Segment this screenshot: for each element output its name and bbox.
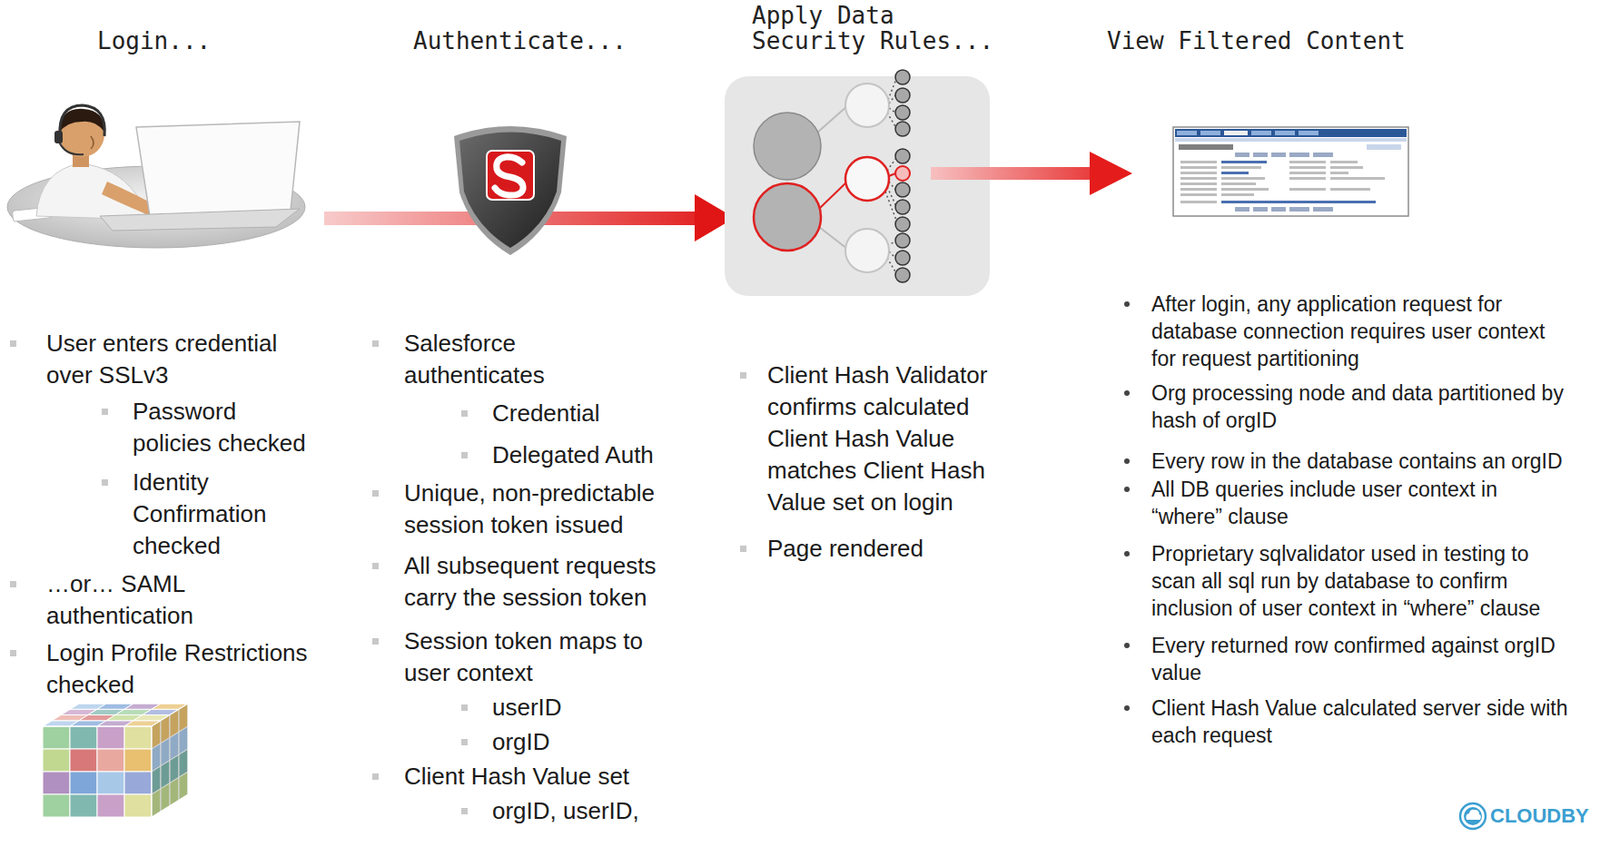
cube-cell — [124, 726, 152, 750]
bullet-text: All DB queries include user context in “… — [1151, 475, 1572, 531]
bullet-text: Unique, non-predictable session token is… — [404, 477, 677, 542]
square-bullet — [9, 340, 17, 347]
round-bullet — [1124, 458, 1130, 465]
bullet-text: User enters credential over SSLv3 — [46, 327, 319, 392]
cube-cell — [42, 726, 70, 750]
sub-bullet-text: Credential — [492, 397, 720, 430]
stage-heading: View Filtered Content — [1106, 28, 1516, 54]
cube-cell — [97, 726, 125, 750]
square-bullet — [372, 773, 379, 781]
square-bullet — [740, 545, 747, 553]
sub-bullet-text: orgID — [492, 726, 720, 759]
bullet-text: Client Hash Value set — [404, 760, 677, 793]
logo-icon — [1460, 803, 1486, 830]
sub-bullet-text: orgID, userID, — [492, 795, 720, 828]
cube-cell — [97, 749, 125, 772]
bullet-text: …or… SAML authentication — [46, 568, 319, 633]
bullet-text: Client Hash Value calculated server side… — [1151, 694, 1572, 750]
cube-cell — [42, 771, 70, 795]
round-bullet — [1124, 551, 1130, 557]
square-bullet — [372, 490, 379, 497]
bullet-text: Login Profile Restrictions checked — [46, 637, 319, 702]
round-bullet — [1124, 301, 1130, 307]
square-bullet — [101, 479, 109, 486]
cube-cell — [124, 771, 152, 795]
sub-bullet-text: userID — [492, 691, 720, 724]
bullet-text: Proprietary sqlvalidator used in testing… — [1151, 540, 1572, 623]
filtered-page-screenshot — [1173, 127, 1409, 217]
cube-cell — [69, 771, 98, 795]
cube-cell — [124, 749, 152, 772]
stage-heading: Apply Data Security Rules... — [751, 2, 1007, 54]
round-bullet — [1124, 705, 1130, 712]
cube-cell — [97, 794, 125, 818]
round-bullet — [1124, 390, 1130, 396]
square-bullet — [461, 410, 468, 417]
square-bullet — [372, 340, 379, 347]
data-cube-illustration — [42, 703, 188, 818]
cube-side-shade — [151, 703, 188, 818]
bullet-text: Session token maps to user context — [404, 625, 677, 690]
bullet-text: Client Hash Validator confirms calculate… — [767, 359, 1004, 519]
sub-bullet-text: Password policies checked — [132, 395, 315, 460]
square-bullet — [372, 562, 379, 570]
bullet-text: Org processing node and data partitioned… — [1151, 379, 1572, 435]
square-bullet — [9, 650, 17, 657]
round-bullet — [1124, 486, 1130, 493]
square-bullet — [461, 808, 468, 815]
bullet-text: All subsequent requests carry the sessio… — [404, 550, 677, 614]
security-tree-illustration — [724, 69, 990, 297]
sub-bullet-text: Identity Confirmation checked — [132, 466, 315, 563]
bullet-text: Page rendered — [767, 533, 1004, 565]
flow-arrow — [930, 151, 1133, 196]
cube-cell — [42, 794, 70, 818]
cube-cell — [69, 726, 98, 750]
square-bullet — [461, 452, 468, 459]
round-bullet — [1124, 642, 1130, 649]
square-bullet — [461, 739, 468, 746]
logo-text: CLOUDBY — [1490, 803, 1595, 830]
cube-cell — [69, 794, 98, 818]
bullet-text: Salesforce authenticates — [404, 327, 586, 392]
cube-cell — [42, 749, 70, 772]
square-bullet — [372, 638, 379, 645]
square-bullet — [9, 581, 17, 588]
square-bullet — [740, 372, 747, 379]
sub-bullet-text: Delegated Auth — [492, 439, 720, 472]
cube-cell — [97, 771, 125, 795]
stage-heading: Authenticate... — [413, 28, 650, 54]
bullet-text: After login, any application request for… — [1151, 290, 1572, 373]
square-bullet — [461, 704, 468, 712]
bullet-text: Every returned row confirmed against org… — [1151, 632, 1572, 687]
salesforce-shield — [454, 126, 567, 256]
stage-heading: Login... — [97, 28, 279, 54]
bullet-text: Every row in the database contains an or… — [1151, 447, 1572, 475]
user-laptop-illustration — [7, 105, 306, 248]
square-bullet — [101, 408, 109, 415]
cube-cell — [124, 794, 152, 818]
cube-cell — [69, 749, 98, 772]
